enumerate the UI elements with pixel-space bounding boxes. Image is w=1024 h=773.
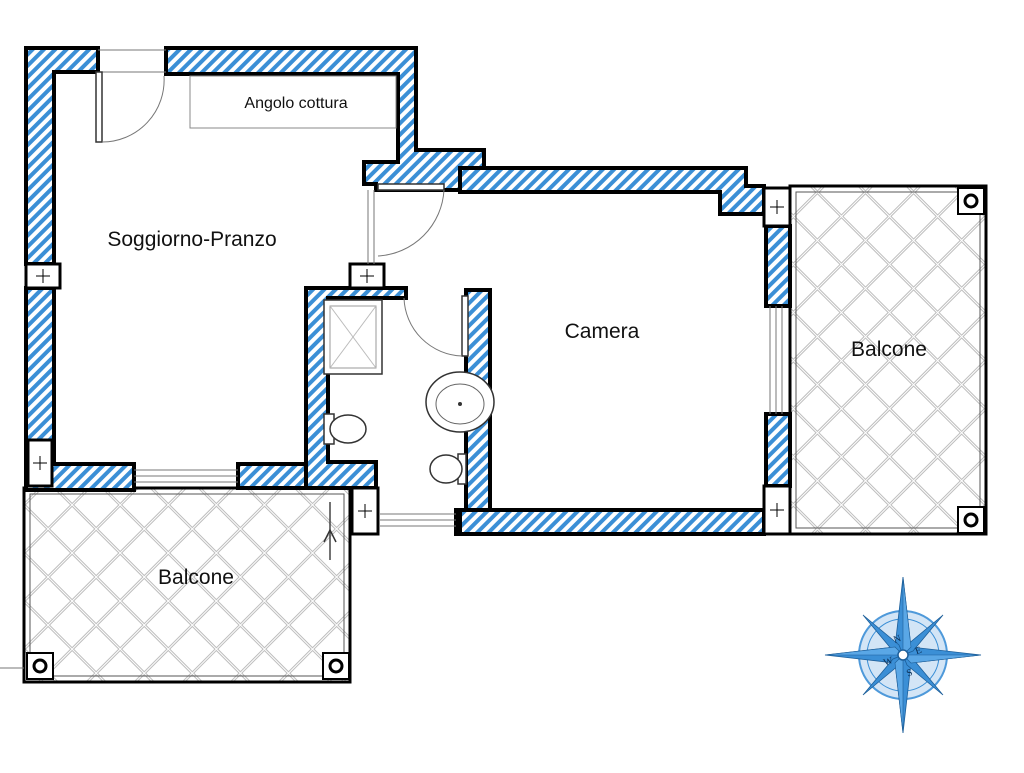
openings (95, 49, 783, 527)
balcony-south (0, 486, 352, 684)
bidet-icon (429, 453, 467, 485)
bolt-icon (957, 506, 985, 534)
room-label-bedroom: Camera (565, 320, 640, 343)
bolt-icon (26, 652, 54, 680)
balcony-east (788, 184, 988, 536)
sink-icon (425, 371, 495, 433)
shower-icon (323, 299, 383, 375)
walls (24, 46, 792, 536)
bolt-icon (957, 187, 985, 215)
room-label-balcony-east: Balcone (851, 338, 927, 361)
bolt-icon (322, 652, 350, 680)
bathroom-fixtures (323, 299, 495, 485)
compass-letter-s: S (905, 667, 914, 679)
room-label-balcony-south: Balcone (158, 566, 234, 589)
toilet-icon (323, 413, 367, 445)
room-label-kitchen: Angolo cottura (244, 95, 347, 112)
compass-letter-e: E (914, 645, 924, 657)
compass-letter-w: W (882, 655, 895, 669)
room-label-living-dining: Soggiorno-Pranzo (107, 228, 276, 251)
compass-letter-n: N (892, 633, 903, 646)
pillars (24, 186, 792, 536)
compass-rose-icon: N E S W (824, 576, 982, 734)
